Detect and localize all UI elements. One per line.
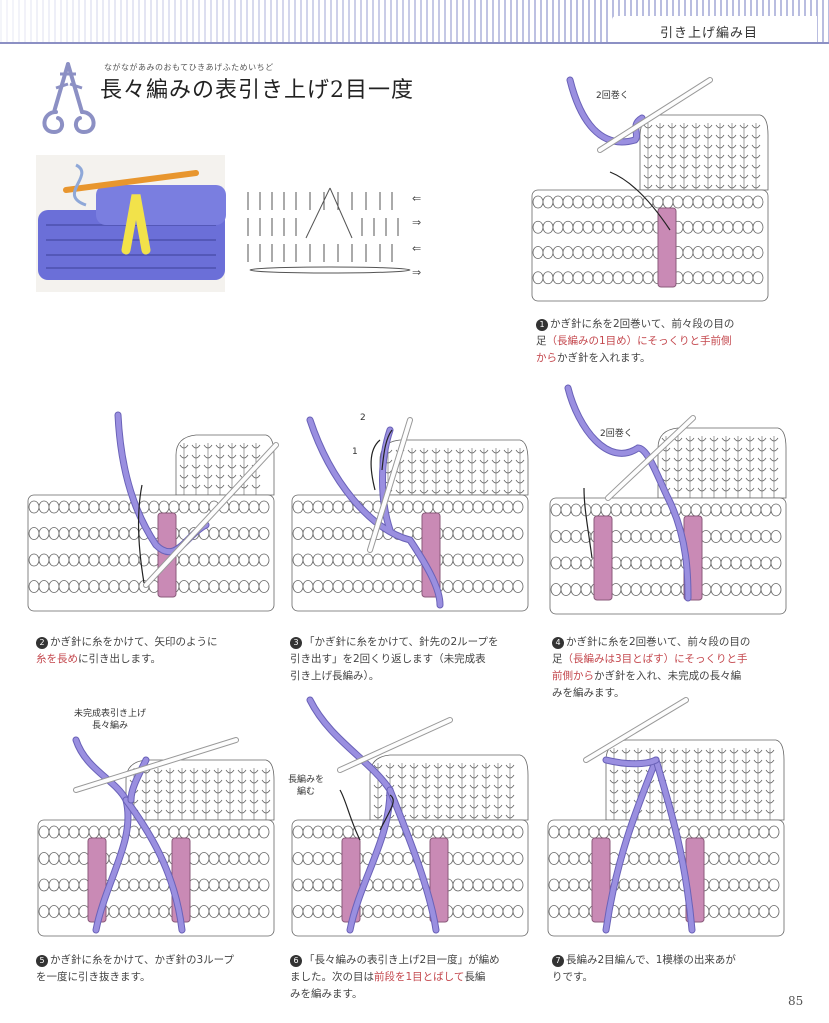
caption-text: かぎ針に糸をかけて、矢印のように bbox=[50, 636, 218, 648]
header-rule bbox=[0, 42, 829, 44]
step-3-label-2: 2 bbox=[360, 413, 366, 423]
section-label: 引き上げ編み目 bbox=[660, 26, 759, 41]
symbol-chart: ⇐ ⇒ ⇐ ⇒ bbox=[247, 187, 421, 279]
step-5-label: 未完成表引き上げ 長々編み bbox=[74, 708, 146, 732]
caption-text: に引き出します。 bbox=[78, 653, 161, 665]
step-3-caption: 3「かぎ針に糸をかけて、針先の2ループを引き出す」を2回くり返します（未完成表引… bbox=[290, 634, 530, 685]
caption-line: りです。 bbox=[552, 969, 792, 986]
caption-text: かぎ針を入れます。 bbox=[557, 352, 651, 364]
step-5-label-line-2: 長々編み bbox=[92, 721, 129, 731]
caption-line: 6「長々編みの表引き上げ2目一度」が編め bbox=[290, 952, 540, 969]
step-1-illustration bbox=[531, 76, 769, 302]
caption-text: かぎ針を入れ、未完成の長々編 bbox=[594, 670, 742, 682]
highlighted-text: から bbox=[536, 352, 557, 364]
title-ruby: ながながあみのおもてひきあげふためいちど bbox=[104, 63, 274, 72]
step-number-badge: 4 bbox=[552, 637, 564, 649]
caption-text: かぎ針に糸を2回巻いて、前々段の目の bbox=[550, 318, 735, 330]
step-number-badge: 3 bbox=[290, 637, 302, 649]
step-6-label-line-1: 長編みを bbox=[288, 775, 325, 785]
caption-text: 引き出す」を2回くり返します（未完成表 bbox=[290, 653, 486, 665]
caption-text: 長編 bbox=[464, 971, 486, 983]
caption-text: ました。次の目は bbox=[290, 971, 374, 983]
caption-text: かぎ針に糸をかけて、かぎ針の3ループ bbox=[50, 954, 235, 966]
svg-text:⇒: ⇒ bbox=[412, 266, 421, 279]
caption-line: みを編みます。 bbox=[290, 986, 540, 1003]
step-number-badge: 7 bbox=[552, 955, 564, 967]
caption-text: を一度に引き抜きます。 bbox=[36, 971, 151, 983]
caption-text: 引き上げ長編み）。 bbox=[290, 670, 380, 682]
step-number-badge: 1 bbox=[536, 319, 548, 331]
caption-line: 足（長編みの1目め）にそっくりと手前側 bbox=[536, 333, 776, 350]
highlighted-text: （長編みの1目め）にそっくりと手前側 bbox=[546, 335, 732, 347]
swatch-photo bbox=[36, 155, 226, 292]
caption-text: 足 bbox=[536, 335, 547, 347]
step-5-label-line-1: 未完成表引き上げ bbox=[74, 709, 147, 719]
caption-text: 「かぎ針に糸をかけて、針先の2ループを bbox=[304, 636, 499, 648]
caption-line: みを編みます。 bbox=[552, 685, 792, 702]
caption-line: からかぎ針を入れます。 bbox=[536, 350, 776, 367]
highlighted-text: 糸を長め bbox=[36, 653, 78, 665]
caption-text: みを編みます。 bbox=[552, 687, 625, 699]
step-3-label-1: 1 bbox=[352, 447, 358, 457]
caption-text: 「長々編みの表引き上げ2目一度」が編め bbox=[304, 954, 500, 966]
svg-text:⇐: ⇐ bbox=[412, 192, 421, 205]
caption-text: かぎ針に糸を2回巻いて、前々段の目の bbox=[566, 636, 751, 648]
step-4-wrap-label: 2回巻く bbox=[600, 429, 633, 439]
step-6-illustration bbox=[291, 696, 529, 937]
caption-text: りです。 bbox=[552, 971, 593, 983]
svg-text:⇐: ⇐ bbox=[412, 242, 421, 255]
highlighted-text: （長編みは3目とばす）にそっくりと手 bbox=[562, 653, 748, 665]
page-number: 85 bbox=[788, 994, 804, 1008]
caption-line: 引き出す」を2回くり返します（未完成表 bbox=[290, 651, 530, 668]
step-6-label: 長編みを 編む bbox=[288, 774, 324, 798]
caption-line: 糸を長めに引き出します。 bbox=[36, 651, 276, 668]
highlighted-text: 前側から bbox=[552, 670, 594, 682]
stitch-symbol-icon bbox=[42, 62, 96, 135]
step-number-badge: 5 bbox=[36, 955, 48, 967]
caption-line: 引き上げ長編み）。 bbox=[290, 668, 530, 685]
caption-text: みを編みます。 bbox=[290, 988, 363, 1000]
step-number-badge: 6 bbox=[290, 955, 302, 967]
step-2-illustration bbox=[27, 411, 279, 612]
caption-line: を一度に引き抜きます。 bbox=[36, 969, 276, 986]
caption-line: 足（長編みは3目とばす）にそっくりと手 bbox=[552, 651, 792, 668]
caption-text: 足 bbox=[552, 653, 563, 665]
caption-line: ました。次の目は前段を1目とばして長編 bbox=[290, 969, 540, 986]
svg-text:⇒: ⇒ bbox=[412, 216, 421, 229]
caption-line: 前側からかぎ針を入れ、未完成の長々編 bbox=[552, 668, 792, 685]
step-6-caption: 6「長々編みの表引き上げ2目一度」が編めました。次の目は前段を1目とばして長編み… bbox=[290, 952, 540, 1003]
step-1-wrap-label: 2回巻く bbox=[596, 91, 629, 101]
caption-text: 長編み2目編んで、1模様の出来あが bbox=[566, 954, 736, 966]
highlighted-text: 前段を1目とばして bbox=[374, 971, 465, 983]
step-7-illustration bbox=[547, 697, 785, 937]
caption-line: 3「かぎ針に糸をかけて、針先の2ループを bbox=[290, 634, 530, 651]
step-number-badge: 2 bbox=[36, 637, 48, 649]
page-title: 長々編みの表引き上げ2目一度 bbox=[100, 78, 414, 103]
step-6-label-line-2: 編む bbox=[297, 787, 316, 797]
header-tab bbox=[612, 16, 817, 44]
step-3-illustration bbox=[291, 416, 529, 612]
step-4-illustration bbox=[549, 384, 787, 615]
step-5-illustration bbox=[37, 736, 275, 937]
